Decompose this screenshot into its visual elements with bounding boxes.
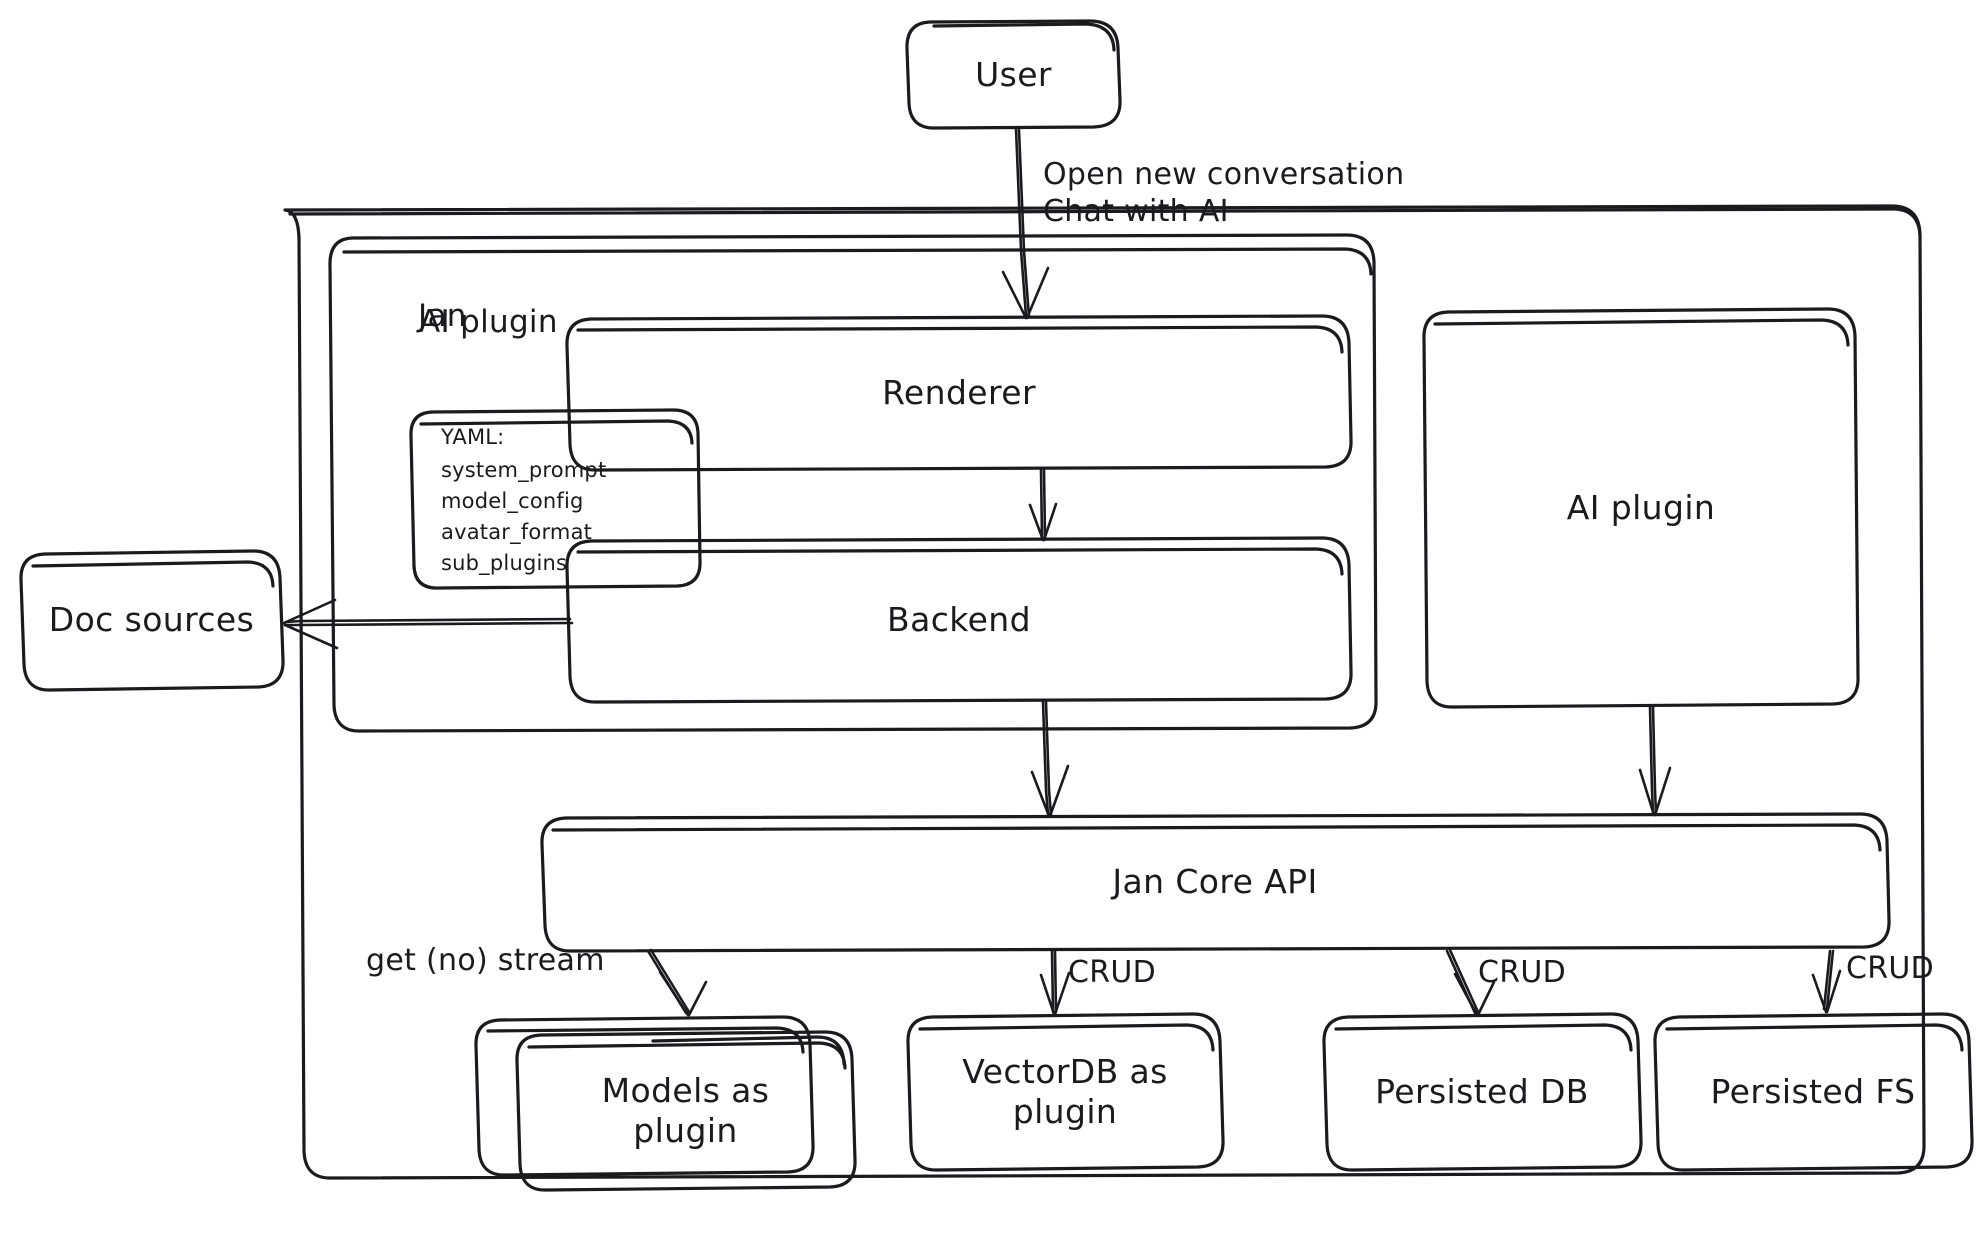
edge-label-crud-persisted-fs: CRUD bbox=[1846, 951, 1935, 986]
edge-core-to-persisted-db bbox=[1445, 948, 1496, 1017]
edge-renderer-to-backend bbox=[1028, 468, 1058, 542]
edge-label-crud-vectordb: CRUD bbox=[1068, 955, 1157, 990]
vectordb-as-plugin-box[interactable]: VectorDB as plugin bbox=[962, 1051, 1168, 1131]
yaml-key-system-prompt: system_prompt bbox=[441, 458, 607, 482]
ai-plugin-box[interactable]: AI plugin bbox=[1566, 487, 1716, 527]
edge-ai-plugin-to-core bbox=[1638, 705, 1672, 817]
doc-sources-box-outline bbox=[19, 549, 285, 692]
jan-core-api-box-outline bbox=[540, 812, 1891, 953]
jan-container-label: Jan bbox=[418, 298, 467, 334]
models-as-plugin-front-box-outline bbox=[515, 1030, 857, 1192]
edge-label-crud-persisted-db: CRUD bbox=[1478, 955, 1567, 990]
yaml-key-sub-plugins: sub_plugins bbox=[441, 551, 568, 575]
ai-plugin-group-label: AI plugin bbox=[419, 304, 558, 340]
jan-core-api-box[interactable]: Jan Core API bbox=[1112, 862, 1318, 902]
yaml-card-header: YAML: bbox=[441, 425, 505, 449]
renderer-box-outline bbox=[565, 314, 1353, 472]
backend-box[interactable]: Backend bbox=[887, 599, 1031, 639]
ai-plugin-group-outline bbox=[328, 233, 1378, 733]
vectordb-box-outline bbox=[906, 1012, 1225, 1172]
yaml-card-outline bbox=[409, 408, 702, 590]
renderer-box[interactable]: Renderer bbox=[882, 372, 1036, 412]
models-as-plugin-box[interactable]: Models as plugin bbox=[601, 1070, 770, 1150]
user-box-outline bbox=[905, 19, 1122, 130]
user-box[interactable]: User bbox=[975, 55, 1052, 95]
edge-backend-to-doc-sources bbox=[282, 598, 574, 650]
ai-plugin-box-outline bbox=[1422, 307, 1860, 709]
edge-core-to-models bbox=[646, 948, 708, 1017]
yaml-key-avatar-format: avatar_format bbox=[441, 520, 593, 544]
persisted-db-box[interactable]: Persisted DB bbox=[1375, 1071, 1589, 1111]
edge-label-user-to-renderer: Open new conversation Chat with AI bbox=[1043, 157, 1405, 229]
backend-box-outline bbox=[565, 536, 1353, 704]
persisted-fs-box[interactable]: Persisted FS bbox=[1710, 1071, 1916, 1111]
edge-core-to-vectordb bbox=[1039, 949, 1071, 1016]
edge-user-to-renderer bbox=[1001, 127, 1050, 320]
jan-container-outline bbox=[283, 204, 1926, 1180]
doc-sources-box[interactable]: Doc sources bbox=[48, 600, 255, 640]
persisted-fs-box-outline bbox=[1653, 1012, 1974, 1172]
edge-arrows bbox=[282, 127, 1842, 1017]
yaml-key-model-config: model_config bbox=[441, 489, 584, 513]
edge-backend-to-core bbox=[1030, 700, 1070, 818]
edge-label-get-no-stream: get (no) stream bbox=[366, 943, 605, 978]
edge-core-to-persisted-fs bbox=[1811, 949, 1842, 1014]
persisted-db-box-outline bbox=[1322, 1012, 1643, 1172]
